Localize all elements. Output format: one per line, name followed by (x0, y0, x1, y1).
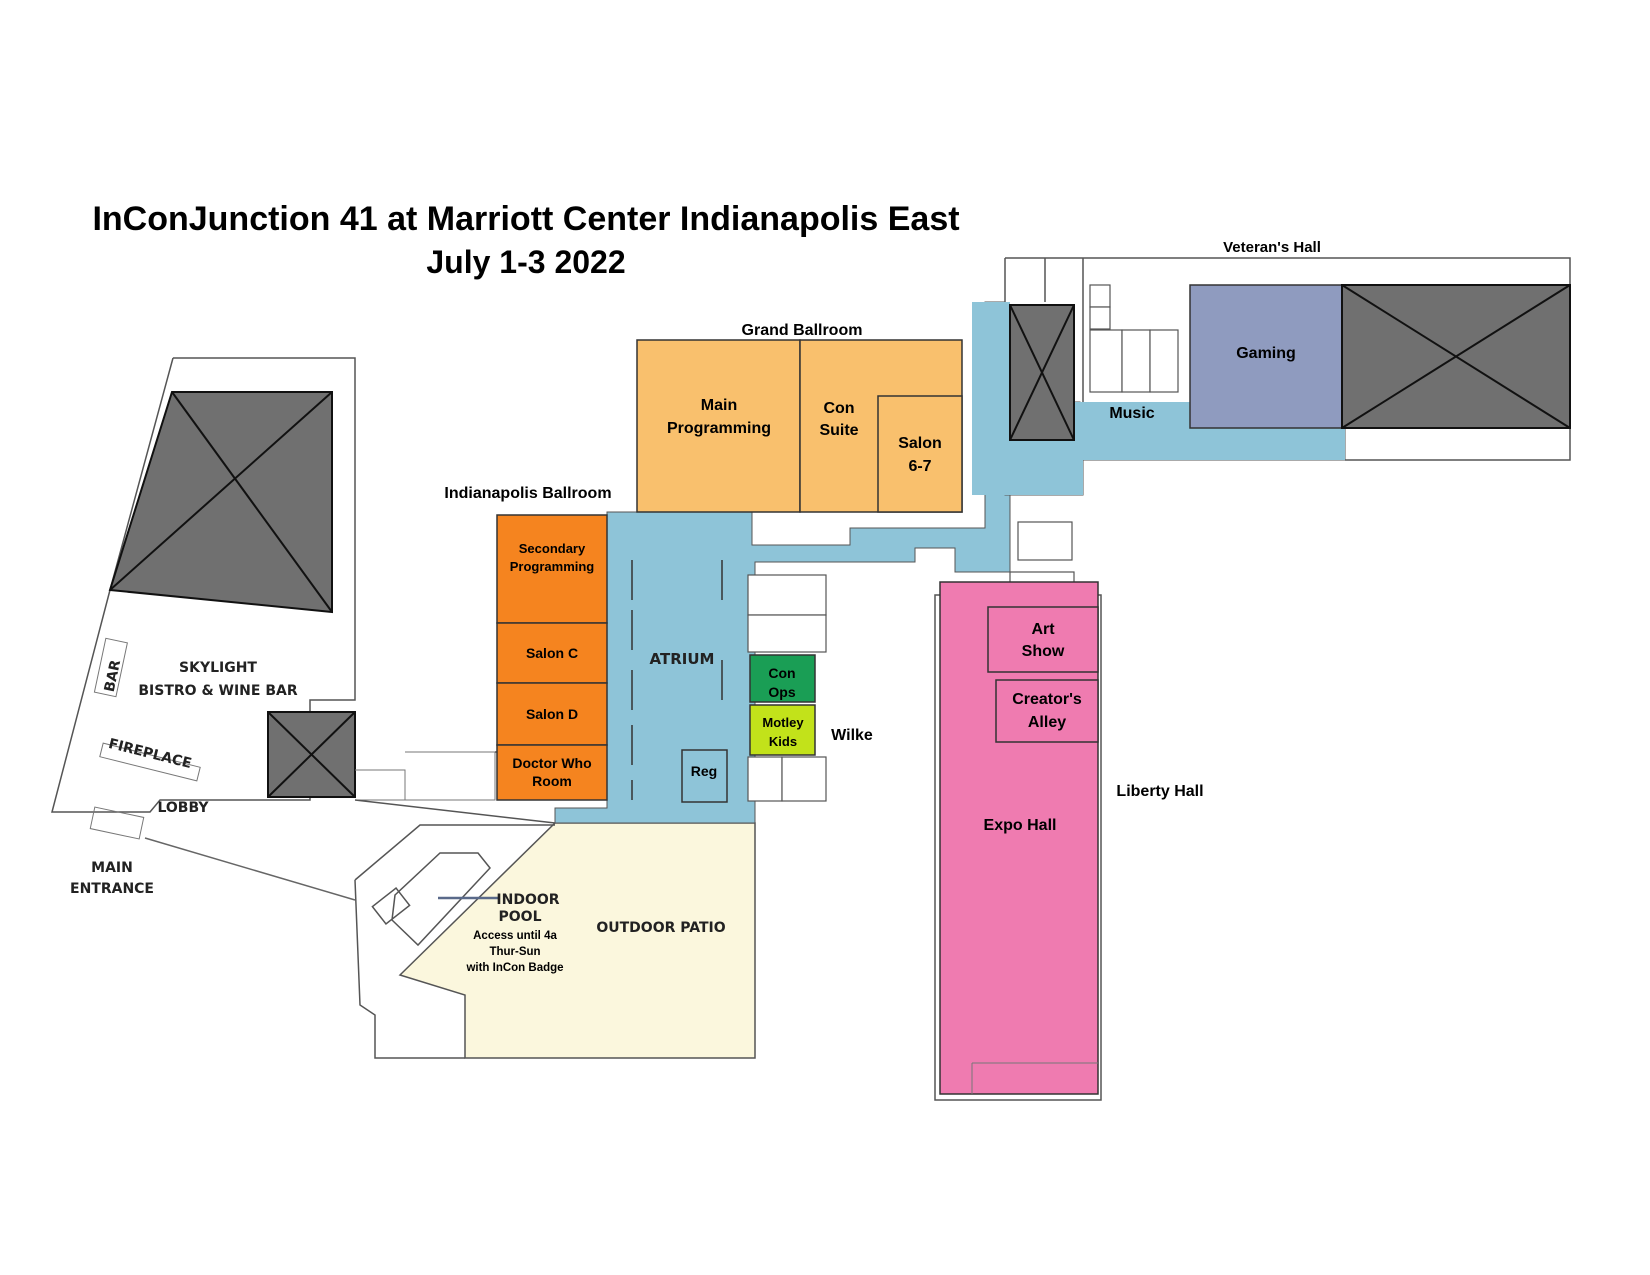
pool-access-line-1: Access until 4a (473, 930, 557, 942)
gaming-label: Gaming (1236, 345, 1296, 362)
corridor-east-music (1005, 402, 1345, 495)
con-ops-room[interactable] (749, 654, 816, 703)
lobby-outer-wall (51, 357, 356, 813)
closed-area-lobby-cross1 (171, 391, 333, 613)
bar-label: BAR (102, 658, 124, 693)
motley-kids-room[interactable] (749, 704, 816, 756)
motley-kids-label-2: Kids (769, 734, 797, 749)
salon-67-room[interactable] (877, 395, 963, 513)
creators-alley-label-1: Creator's (1012, 691, 1082, 708)
salon-d-label: Salon D (526, 706, 578, 722)
main-entrance-vestibule (89, 806, 145, 840)
art-show-label-1: Art (1031, 621, 1055, 638)
pool-access-line-2: Thur-Sun (489, 946, 540, 958)
pool-access-line-3: with InCon Badge (465, 962, 563, 974)
atrium-label: ATRIUM (650, 650, 715, 668)
veterans-hall-label: Veteran's Hall (1223, 239, 1321, 256)
salon-c-label: Salon C (526, 645, 578, 661)
con-ops-label-1: Con (768, 665, 795, 681)
gaming-room[interactable] (1189, 284, 1343, 429)
closed-area-lobby-cross2 (109, 391, 333, 591)
reg-room[interactable] (681, 749, 728, 803)
secondary-programming-room[interactable] (496, 514, 608, 624)
main-programming-label-2: Programming (667, 420, 771, 437)
lobby-label: LOBBY (157, 800, 209, 816)
closed-area-east-cross2 (1341, 284, 1571, 429)
outdoor-patio-area (398, 822, 756, 1059)
salon-c-room[interactable] (496, 622, 608, 684)
closed-area-small-cross2 (267, 711, 356, 798)
atrium-pillars (631, 560, 723, 800)
indoor-pool-label-2: POOL (499, 909, 542, 925)
con-ops-label-2: Ops (768, 684, 795, 700)
doctor-who-room[interactable] (496, 744, 608, 801)
pool-building-wall (354, 824, 555, 1059)
wilke-small-rooms (747, 574, 827, 802)
indianapolis-ballroom-label: Indianapolis Ballroom (444, 485, 611, 502)
creators-alley-room[interactable] (995, 679, 1099, 743)
corridor-north-spine (972, 302, 1010, 495)
doctor-who-label-2: Room (532, 773, 572, 789)
entrance-walkway (144, 837, 356, 901)
service-rooms-north (1089, 284, 1179, 393)
creators-alley-label-2: Alley (1028, 714, 1066, 731)
art-show-label-2: Show (1022, 643, 1065, 660)
salon-67-label-1: Salon (898, 435, 942, 452)
main-entrance-label-2: ENTRANCE (70, 881, 154, 897)
skylight-label: SKYLIGHT (179, 660, 257, 676)
reg-label: Reg (691, 763, 717, 779)
con-suite-label-1: Con (823, 400, 854, 417)
secondary-programming-label-2: Programming (510, 559, 595, 574)
bistro-label: BISTRO & WINE BAR (138, 683, 297, 699)
indoor-pool-label-1: INDOOR (496, 892, 559, 908)
bar-counter (93, 637, 128, 698)
restrooms-west (355, 751, 496, 801)
main-entrance-label-1: MAIN (91, 860, 133, 876)
fireplace-label: FIREPLACE (107, 736, 193, 772)
doctor-who-label-1: Doctor Who (512, 755, 591, 771)
map-date: July 1-3 2022 (426, 244, 625, 280)
fireplace-hearth (99, 742, 201, 782)
expo-stage (971, 1062, 1098, 1094)
salon-67-label-2: 6-7 (908, 458, 931, 475)
main-programming-label-1: Main (701, 397, 737, 414)
main-programming-room[interactable] (636, 339, 801, 513)
secondary-programming-label-1: Secondary (519, 541, 586, 556)
expo-hall-label: Expo Hall (984, 817, 1057, 834)
wilke-label: Wilke (831, 727, 873, 744)
con-suite-label-2: Suite (819, 422, 858, 439)
hot-tub (371, 887, 411, 925)
art-show-room[interactable] (987, 606, 1099, 673)
map-title: InConJunction 41 at Marriott Center Indi… (92, 200, 959, 238)
closed-area-north-cross2 (1009, 304, 1075, 441)
closed-area-lobby (108, 391, 333, 614)
outdoor-patio-label: OUTDOOR PATIO (596, 920, 725, 936)
grand-ballroom-label: Grand Ballroom (742, 322, 863, 339)
salon-d-room[interactable] (496, 682, 608, 746)
liberty-hall-label: Liberty Hall (1116, 783, 1203, 800)
motley-kids-label-1: Motley (762, 715, 804, 730)
music-label: Music (1109, 405, 1154, 422)
